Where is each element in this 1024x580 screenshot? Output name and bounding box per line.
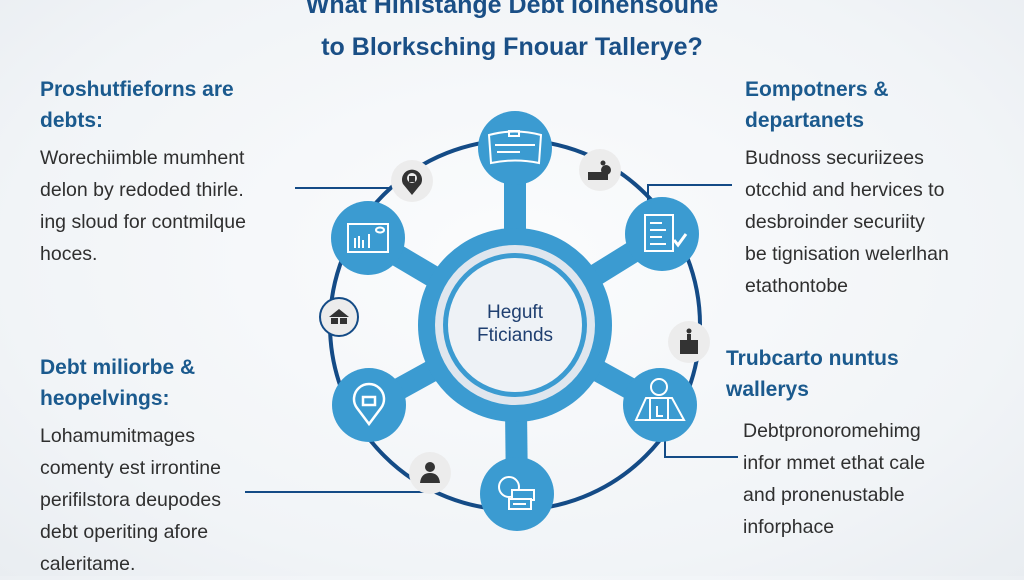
body-line: hoces. [40, 243, 98, 265]
node-small-top-right[interactable] [579, 149, 621, 191]
section-body: Worechiimble mumhent delon by redoded th… [40, 142, 246, 270]
body-line: debt operiting afore [40, 521, 209, 543]
body-line: caleritame. [40, 553, 136, 575]
body-line: otcchid and hervices to [745, 179, 945, 201]
hand-coin-icon [588, 160, 611, 180]
person-lab-icon [634, 378, 686, 421]
heading-line: Trubcarto nuntus [726, 347, 899, 370]
house-icon [329, 309, 349, 324]
heading-line: Proshutfieforns are [40, 78, 234, 101]
body-line: etathontobe [745, 275, 849, 297]
connector-top-left [295, 180, 395, 189]
hub-label-line-2: Fticiands [477, 325, 553, 346]
body-line: Debtpronoromehimg [743, 420, 921, 442]
section-heading: Eompotners & departanets [745, 74, 949, 136]
body-line: perifilstora deupodes [40, 489, 222, 511]
node-bottom[interactable] [480, 457, 554, 531]
body-line: Budnoss securiizees [745, 147, 924, 169]
section-top-left: Proshutfieforns are debts: Worechiimble … [40, 74, 246, 270]
node-small-right[interactable] [668, 321, 710, 363]
section-heading: Proshutfieforns are debts: [40, 74, 246, 136]
document-stack-icon [487, 130, 543, 165]
section-bottom-right: Trubcarto nuntus wallerys Debtpronoromeh… [726, 343, 925, 543]
body-line: comenty est irrontine [40, 457, 221, 479]
businessman-icon [420, 462, 440, 483]
location-pin-icon [352, 382, 386, 427]
body-line: Worechiimble mumhent [40, 147, 245, 169]
node-small-bottom-left[interactable] [409, 452, 451, 494]
node-lower-left[interactable] [332, 368, 406, 442]
body-line: delon by redoded thirle. [40, 179, 244, 201]
hub-label-line-1: Heguft [487, 302, 544, 323]
body-line: be tignisation welerlhan [745, 243, 949, 265]
heading-line: heopelvings: [40, 387, 170, 410]
node-small-left[interactable] [319, 297, 359, 337]
node-upper-left[interactable] [331, 201, 405, 275]
title-line-1: What Hinistange Debt Ioinensoune [305, 0, 719, 19]
node-top[interactable] [478, 111, 552, 185]
hub-center [448, 258, 582, 392]
section-top-right: Eompotners & departanets Budnoss securii… [745, 74, 949, 302]
section-body: Budnoss securiizees otcchid and hervices… [745, 142, 949, 302]
section-heading: Trubcarto nuntus wallerys [726, 343, 925, 405]
desk-person-icon [680, 328, 698, 354]
body-line: Lohamumitmages [40, 425, 195, 447]
body-line: infor mmet ethat cale [743, 452, 926, 474]
title-line-2: to Blorksching Fnouar Tallerye? [321, 33, 703, 61]
node-small-top-left[interactable] [391, 160, 433, 202]
section-body: Debtpronoromehimg infor mmet ethat cale … [743, 415, 925, 543]
cards-icon [498, 476, 535, 510]
section-body: Lohamumitmages comenty est irrontine per… [40, 420, 221, 580]
body-line: and pronenustable [743, 484, 905, 506]
node-upper-right[interactable] [625, 197, 699, 271]
heading-line: Eompotners & [745, 78, 889, 101]
heading-line: departanets [745, 109, 865, 132]
section-heading: Debt miliorbe & heopelvings: [40, 352, 221, 414]
body-line: ing sloud for contmilque [40, 211, 246, 233]
heading-line: Debt miliorbe & [40, 356, 196, 379]
section-bottom-left: Debt miliorbe & heopelvings: Lohamumitma… [40, 352, 221, 580]
body-line: inforphace [743, 516, 835, 538]
body-line: desbroinder securiity [745, 211, 925, 233]
user-pin-icon [402, 169, 422, 195]
heading-line: wallerys [726, 378, 809, 401]
checklist-icon [644, 214, 688, 252]
node-lower-right[interactable] [623, 368, 697, 442]
heading-line: debts: [40, 109, 103, 132]
chart-board-icon [347, 223, 389, 253]
